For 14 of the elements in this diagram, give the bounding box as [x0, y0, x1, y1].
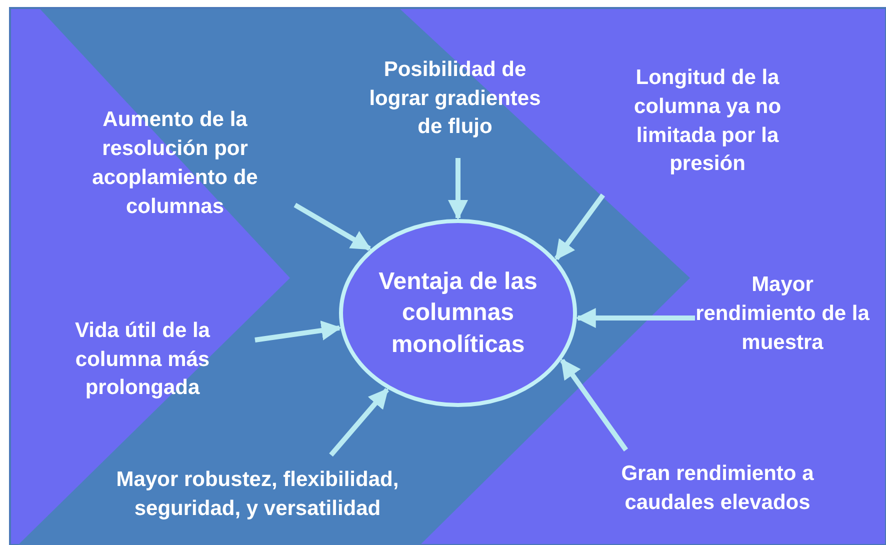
- arrow: [560, 358, 628, 452]
- benefit-text: Mayor rendimiento de la muestra: [695, 272, 870, 356]
- arrow: [576, 308, 695, 328]
- benefit-text: Mayor robustez, flexibilidad, seguridad, y versatilidad: [115, 467, 400, 522]
- benefit-text: Longitud de la columna ya no limitada por la presión: [632, 64, 782, 178]
- central-topic-text: Ventaja de las columnas monolíticas: [378, 267, 538, 360]
- benefit-text: Posibilidad de lograr gradientes de flujo: [368, 56, 542, 140]
- benefit-text: Vida útil de la columna más prolongada: [74, 318, 211, 402]
- arrow: [254, 320, 342, 342]
- arrow: [294, 202, 372, 251]
- arrow: [448, 158, 468, 220]
- benefit-text: Aumento de la resolución por acoplamiento de columnas: [91, 107, 259, 220]
- benefit-text: Gran rendimiento a caudales elevados: [620, 461, 815, 516]
- arrow: [329, 388, 390, 457]
